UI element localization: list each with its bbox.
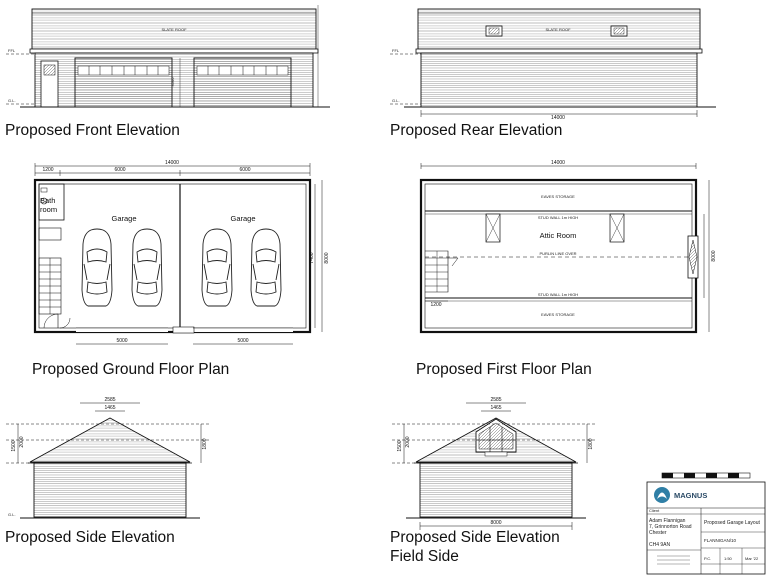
field-wall-height: 1500 xyxy=(397,440,403,451)
side-wall-height: 1500 xyxy=(11,440,17,451)
client-address-1: 7, Grinnorton Road xyxy=(649,524,692,530)
ground-floor-plan xyxy=(33,163,323,345)
drawing-title: Proposed Garage Layout xyxy=(704,520,760,526)
first-floor-caption: Proposed First Floor Plan xyxy=(416,361,592,378)
ground-left-dimension: 1200 xyxy=(42,167,53,173)
attic-room-label: Attic Room xyxy=(540,231,577,240)
side-elevation-caption: Proposed Side Elevation xyxy=(5,529,175,546)
front-height-dimension: 3500 xyxy=(170,77,175,87)
field-right-height: 1800 xyxy=(588,438,594,449)
rear-width-dimension: 14000 xyxy=(551,115,565,121)
eaves-storage-top: EAVES STORAGE xyxy=(541,194,575,199)
client-postcode: CH4 9AN xyxy=(649,542,671,548)
ground-depth-inner: 7400 xyxy=(309,252,315,263)
ground-door-left-dimension: 5000 xyxy=(116,338,127,344)
front-ffl-label: FFL xyxy=(8,48,16,53)
bath-label-2: room xyxy=(40,205,57,214)
drawn-by: P.C. xyxy=(704,556,711,561)
rear-ffl-label: FFL xyxy=(392,48,400,53)
garage-cars xyxy=(81,228,282,307)
ground-right-dimension: 6000 xyxy=(239,167,250,173)
side-gl-label: G.L. xyxy=(8,512,16,517)
side-eaves-height: 2000 xyxy=(19,436,25,447)
front-gl-label: G.L. xyxy=(8,98,16,103)
side-ridge-inner: 1465 xyxy=(104,405,115,411)
side-elevation-field xyxy=(392,402,596,530)
field-side-caption-1: Proposed Side Elevation xyxy=(390,529,560,546)
field-width-dimension: 8000 xyxy=(490,520,501,526)
ground-floor-caption: Proposed Ground Floor Plan xyxy=(32,361,230,378)
ground-mid-dimension: 6000 xyxy=(114,167,125,173)
side-elevation xyxy=(6,402,210,519)
stud-wall-bottom: STUD WALL 1m HIGH xyxy=(538,292,578,297)
stair-width-dimension: 1200 xyxy=(430,302,441,308)
front-elevation xyxy=(6,5,330,108)
garage-right-label: Garage xyxy=(230,214,255,223)
company-name: MAGNUS xyxy=(674,491,707,500)
ground-door-right-dimension: 5000 xyxy=(237,338,248,344)
drawing-scale: 1:50 xyxy=(724,556,733,561)
first-depth-dimension: 8000 xyxy=(711,250,717,261)
front-roof-note: SLATE ROOF xyxy=(161,27,187,32)
client-name: Adam Flannigan xyxy=(649,518,686,524)
rear-elevation-caption: Proposed Rear Elevation xyxy=(390,122,563,139)
field-ridge-span: 2585 xyxy=(490,397,501,403)
front-elevation-caption: Proposed Front Elevation xyxy=(5,122,180,139)
field-ridge-inner: 1465 xyxy=(490,405,501,411)
ground-depth-outer: 8000 xyxy=(324,252,330,263)
bath-label-1: Bath xyxy=(40,196,55,205)
first-floor-plan xyxy=(419,163,710,334)
client-label: Client xyxy=(649,508,660,513)
client-address-2: Chester xyxy=(649,530,667,536)
side-ridge-span: 2585 xyxy=(104,397,115,403)
field-side-caption-2: Field Side xyxy=(390,548,459,565)
stud-wall-top: STUD WALL 1m HIGH xyxy=(538,215,578,220)
purlin-note: PURLIN LINE OVER xyxy=(539,251,576,256)
rear-elevation xyxy=(390,8,716,117)
drawing-date: Mar '22 xyxy=(745,556,759,561)
rear-gl-label: G.L. xyxy=(392,98,400,103)
eaves-storage-bottom: EAVES STORAGE xyxy=(541,312,575,317)
field-eaves-height: 2000 xyxy=(405,436,411,447)
side-right-height: 1800 xyxy=(202,438,208,449)
first-overall-dimension: 14000 xyxy=(551,160,565,166)
rear-roof-note: SLATE ROOF xyxy=(545,27,571,32)
drawing-number: FLANNIGAN/10 xyxy=(704,538,737,543)
garage-left-label: Garage xyxy=(111,214,136,223)
magnus-logo-icon xyxy=(654,487,670,503)
ground-overall-dimension: 14000 xyxy=(165,160,179,166)
